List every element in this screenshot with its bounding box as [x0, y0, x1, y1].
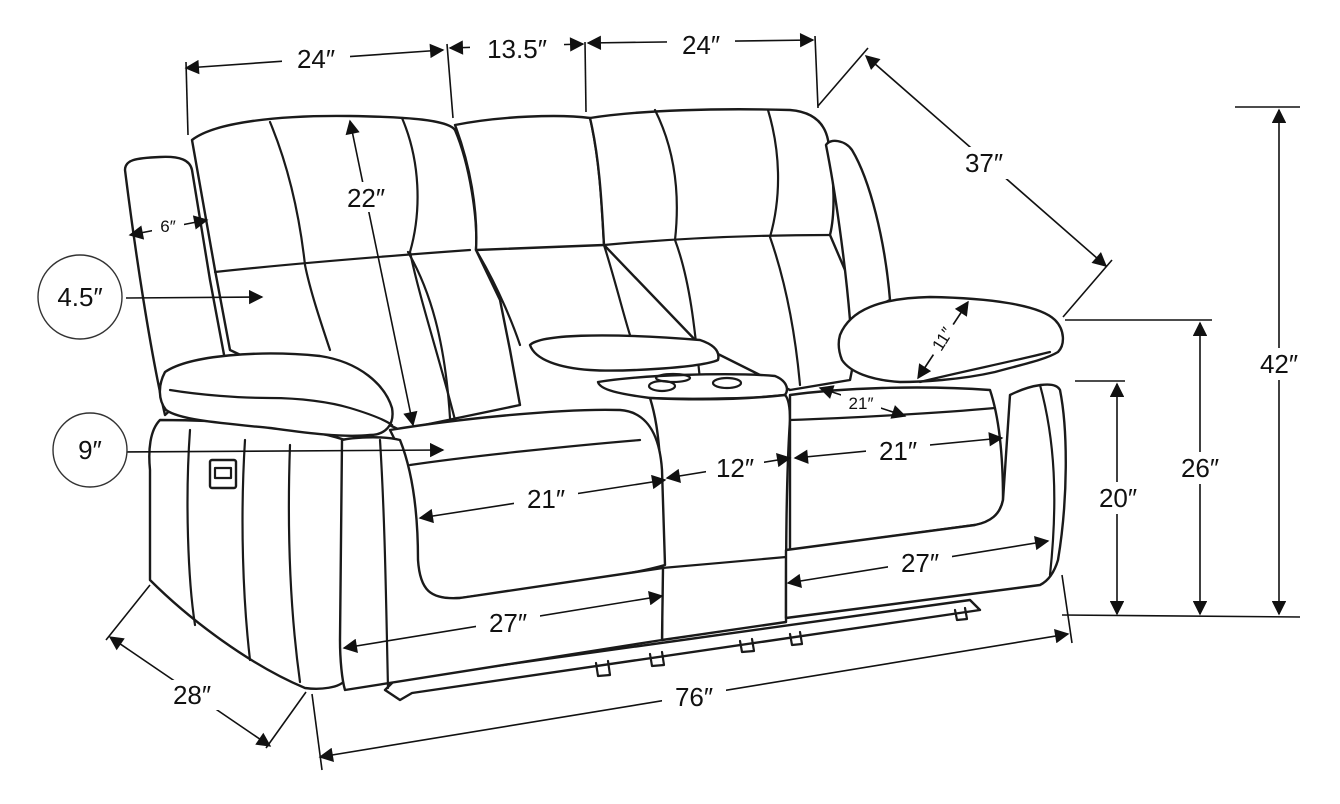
label-footrest-right: 27″ [901, 548, 939, 578]
loveseat-drawing [123, 108, 1067, 702]
label-callout-arm-drop: 9″ [78, 435, 102, 465]
label-callout-back-thickness: 4.5″ [57, 282, 102, 312]
label-seat-depth-right: 21″ [849, 394, 874, 413]
label-overall-depth: 28″ [173, 680, 211, 710]
callout-circle-9 [52, 412, 128, 488]
label-console-back: 13.5″ [487, 34, 547, 64]
label-console-width: 12″ [716, 453, 754, 483]
center-console-top [596, 373, 789, 400]
dimension-labels: 24″ 13.5″ 24″ 37″ 42″ 26″ 20″ 22″ 6″ 4.5… [37, 29, 1311, 712]
left-armrest [158, 352, 394, 438]
label-seat-width-right: 21″ [879, 436, 917, 466]
label-arm-height: 26″ [1181, 453, 1219, 483]
label-arm-width: 6″ [160, 217, 175, 236]
label-back-cushion-right: 24″ [682, 30, 720, 60]
label-seat-height: 20″ [1099, 483, 1137, 513]
label-back-height: 22″ [347, 183, 385, 213]
middle-back-cushion [453, 114, 606, 252]
left-arm-side [148, 418, 347, 690]
center-console-body [648, 393, 792, 642]
label-overall-width: 76″ [675, 682, 713, 712]
center-console-lid [528, 334, 720, 372]
label-footrest-left: 27″ [489, 608, 527, 638]
label-back-cushion-left: 24″ [297, 44, 335, 74]
callout-circle-4-5 [37, 254, 123, 340]
label-diagonal-depth: 37″ [965, 148, 1003, 178]
label-overall-height: 42″ [1260, 349, 1298, 379]
label-seat-width-left: 21″ [527, 484, 565, 514]
